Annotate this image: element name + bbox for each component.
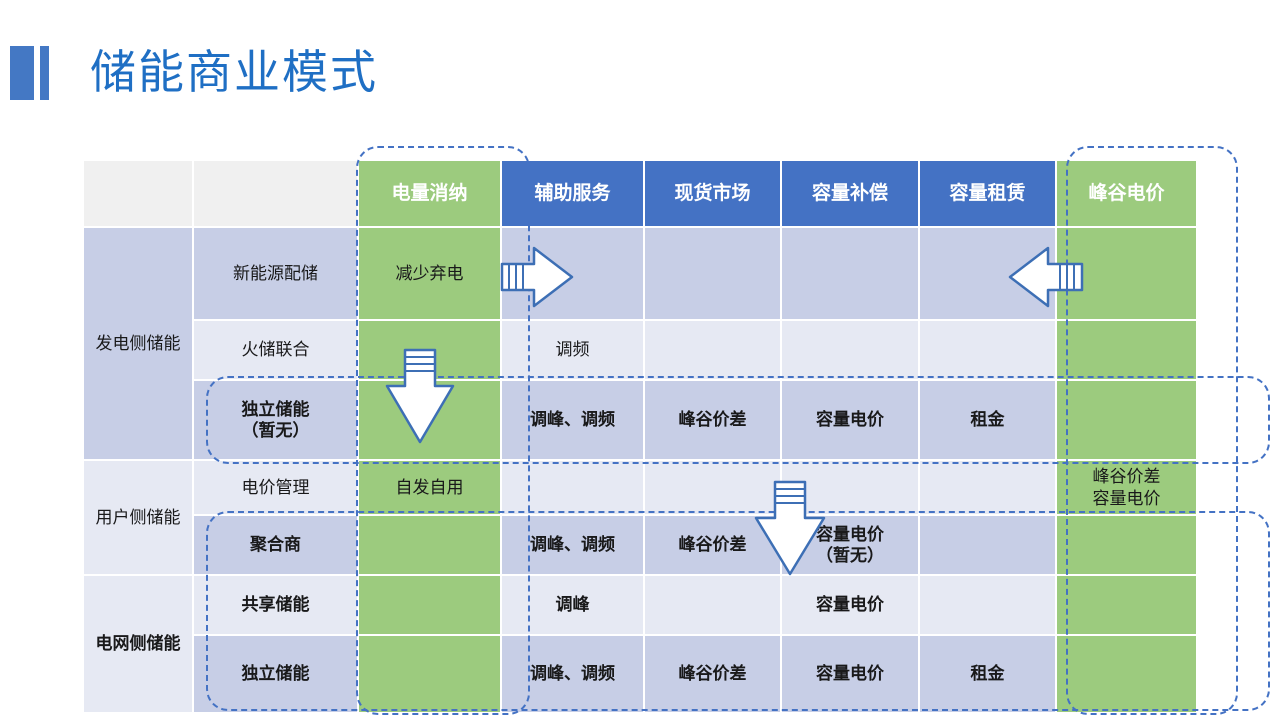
row-label-price-management: 电价管理 [193,460,358,515]
cell-aggregator-capacity-comp: 容量电价（暂无） [781,515,919,575]
cell-aggregator-electricity-consumption [358,515,501,575]
header-capacity-compensation[interactable]: 容量补偿 [781,160,919,227]
page-title: 储能商业模式 [90,45,378,99]
header-auxiliary-service[interactable]: 辅助服务 [501,160,644,227]
table-header-row: 电量消纳 辅助服务 现货市场 容量补偿 容量租赁 峰谷电价 [83,160,1197,227]
group-label-generation-side: 发电侧储能 [83,227,193,460]
header-electricity-consumption[interactable]: 电量消纳 [358,160,501,227]
storage-business-model-matrix: 电量消纳 辅助服务 现货市场 容量补偿 容量租赁 峰谷电价 发电侧储能 新能源配… [83,160,1197,713]
title-accent-block-large [10,46,34,100]
cell-new-energy-peak-valley [1056,227,1197,320]
header-peak-valley-price[interactable]: 峰谷电价 [1056,160,1197,227]
cell-aggregator-peak-valley [1056,515,1197,575]
cell-thermal-capacity-comp [781,320,919,380]
cell-shared-capacity-comp: 容量电价 [781,575,919,635]
table-row: 火储联合 调频 [83,320,1197,380]
cell-price-mgmt-peak-valley: 峰谷价差容量电价 [1056,460,1197,515]
group-label-user-side: 用户侧储能 [83,460,193,575]
title-accent-block-small [40,46,49,100]
cell-new-energy-auxiliary [501,227,644,320]
row-label-new-energy-storage: 新能源配储 [193,227,358,320]
matrix-table: 电量消纳 辅助服务 现货市场 容量补偿 容量租赁 峰谷电价 发电侧储能 新能源配… [83,160,1197,713]
table-row: 用户侧储能 电价管理 自发自用 峰谷价差容量电价 [83,460,1197,575]
row-label-aggregator: 聚合商 [193,515,358,575]
cell-aggregator-auxiliary: 调峰、调频 [501,515,644,575]
cell-shared-capacity-lease [919,575,1056,635]
header-capacity-lease[interactable]: 容量租赁 [919,160,1056,227]
cell-indep-grid-auxiliary: 调峰、调频 [501,635,644,713]
cell-shared-spot [644,575,781,635]
header-corner-1 [83,160,193,227]
cell-indep-grid-capacity-lease: 租金 [919,635,1056,713]
cell-price-mgmt-spot [644,460,781,515]
cell-aggregator-capacity-lease [919,515,1056,575]
cell-price-mgmt-auxiliary [501,460,644,515]
cell-indep-gen-spot: 峰谷价差 [644,380,781,460]
cell-price-mgmt-capacity-lease [919,460,1056,515]
cell-price-mgmt-capacity-comp [781,460,919,515]
table-row: 聚合商 调峰、调频 峰谷价差 容量电价（暂无） [83,515,1197,575]
title-bar: 储能商业模式 [0,45,1280,100]
table-row: 电网侧储能 共享储能 调峰 容量电价 [83,575,1197,713]
cell-price-mgmt-electricity-consumption: 自发自用 [358,460,501,515]
table-row: 独立储能（暂无） 调峰、调频 峰谷价差 容量电价 租金 [83,380,1197,460]
cell-thermal-peak-valley [1056,320,1197,380]
cell-new-energy-spot [644,227,781,320]
cell-indep-gen-electricity-consumption [358,380,501,460]
cell-indep-gen-capacity-comp: 容量电价 [781,380,919,460]
row-label-thermal-storage: 火储联合 [193,320,358,380]
cell-new-energy-electricity-consumption: 减少弃电 [358,227,501,320]
cell-indep-grid-peak-valley [1056,635,1197,713]
cell-thermal-spot [644,320,781,380]
cell-thermal-capacity-lease [919,320,1056,380]
cell-shared-peak-valley [1056,575,1197,635]
group-label-grid-side: 电网侧储能 [83,575,193,713]
cell-thermal-auxiliary: 调频 [501,320,644,380]
header-spot-market[interactable]: 现货市场 [644,160,781,227]
header-corner-2 [193,160,358,227]
cell-thermal-electricity-consumption [358,320,501,380]
row-label-shared-storage: 共享储能 [193,575,358,635]
table-row: 发电侧储能 新能源配储 减少弃电 [83,227,1197,460]
cell-indep-gen-capacity-lease: 租金 [919,380,1056,460]
cell-shared-auxiliary: 调峰 [501,575,644,635]
row-label-independent-storage-gen: 独立储能（暂无） [193,380,358,460]
cell-new-energy-capacity-lease [919,227,1056,320]
cell-shared-electricity-consumption [358,575,501,635]
table-row: 独立储能 调峰、调频 峰谷价差 容量电价 租金 [83,635,1197,713]
cell-aggregator-spot: 峰谷价差 [644,515,781,575]
cell-indep-gen-peak-valley [1056,380,1197,460]
cell-indep-grid-electricity-consumption [358,635,501,713]
cell-indep-grid-spot: 峰谷价差 [644,635,781,713]
cell-indep-grid-capacity-comp: 容量电价 [781,635,919,713]
cell-new-energy-capacity-comp [781,227,919,320]
row-label-independent-storage-grid: 独立储能 [193,635,358,713]
cell-indep-gen-auxiliary: 调峰、调频 [501,380,644,460]
